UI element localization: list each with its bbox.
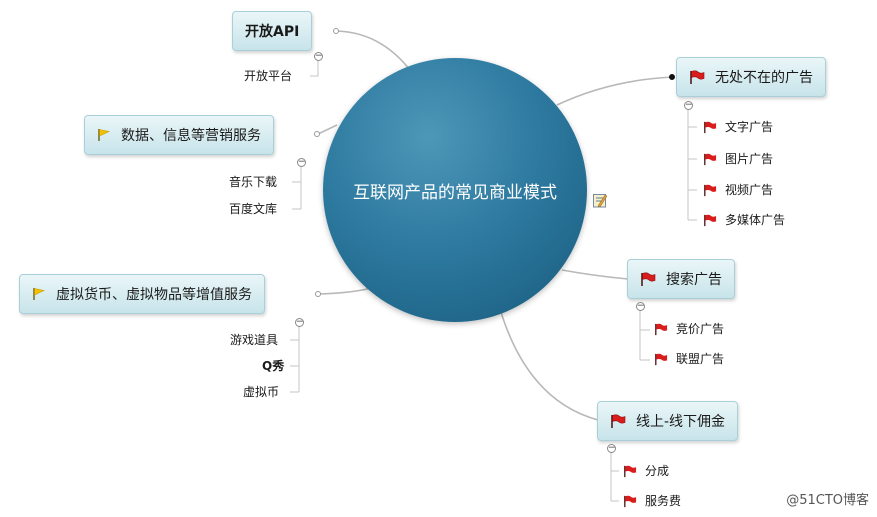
subtopic-label: 音乐下载 <box>229 175 278 189</box>
subtopic-item[interactable]: 多媒体广告 <box>703 211 785 229</box>
red-flag-icon <box>623 465 637 478</box>
red-flag-icon <box>703 184 717 197</box>
topic-label: 数据、信息等营销服务 <box>121 128 261 144</box>
subtopic-item[interactable]: 视频广告 <box>703 181 773 199</box>
subtopic-label: 分成 <box>645 464 670 478</box>
subtopic-label: 视频广告 <box>725 183 774 197</box>
subtopic-label: 多媒体广告 <box>725 213 786 227</box>
red-flag-icon <box>623 495 637 508</box>
subtopic-label: 百度文库 <box>229 202 278 216</box>
central-topic[interactable]: 互联网产品的常见商业模式 <box>323 58 587 322</box>
red-flag-icon <box>703 214 717 227</box>
topic-open-api[interactable]: 开放API <box>232 11 313 51</box>
topic-ads[interactable]: 无处不在的广告 <box>676 57 826 97</box>
topic-label: 线上-线下佣金 <box>636 414 726 430</box>
collapse-toggle[interactable]: − <box>607 443 616 453</box>
subtopic-label: 虚拟币 <box>243 385 280 399</box>
yellow-flag-icon <box>32 287 46 301</box>
subtopic-label: 游戏道具 <box>230 333 279 347</box>
collapse-toggle[interactable]: − <box>636 301 645 311</box>
red-flag-icon <box>654 353 668 366</box>
topic-virtual-goods[interactable]: 虚拟货币、虚拟物品等增值服务 <box>19 274 265 314</box>
subtopic-item[interactable]: 游戏道具 <box>230 331 278 349</box>
topic-label: 开放API <box>245 24 300 40</box>
subtopic-label: 开放平台 <box>244 69 293 83</box>
subtopic-item[interactable]: 分成 <box>623 462 669 480</box>
subtopic-item[interactable]: 文字广告 <box>703 118 773 136</box>
red-flag-icon <box>689 70 705 85</box>
collapse-toggle[interactable]: − <box>314 51 323 61</box>
subtopic-item[interactable]: 虚拟币 <box>243 383 279 401</box>
subtopic-item[interactable]: 音乐下载 <box>229 173 277 191</box>
topic-connector-dot <box>315 291 321 297</box>
topic-connector-dot <box>333 28 339 34</box>
subtopic-item[interactable]: Q秀 <box>262 357 284 375</box>
collapse-toggle[interactable]: − <box>684 100 693 110</box>
topic-label: 无处不在的广告 <box>715 70 813 86</box>
watermark: @51CTO博客 <box>786 493 869 508</box>
red-flag-icon <box>640 272 656 287</box>
subtopic-label: 竞价广告 <box>676 322 725 336</box>
subtopic-item[interactable]: 图片广告 <box>703 150 773 168</box>
subtopic-label: Q秀 <box>262 359 285 373</box>
topic-data-services[interactable]: 数据、信息等营销服务 <box>84 115 274 155</box>
topic-connector-dot <box>669 74 675 80</box>
red-flag-icon <box>703 153 717 166</box>
subtopic-label: 文字广告 <box>725 120 774 134</box>
subtopic-label: 联盟广告 <box>676 352 725 366</box>
subtopic-label: 服务费 <box>645 494 682 508</box>
yellow-flag-icon <box>97 128 111 142</box>
subtopic-item[interactable]: 百度文库 <box>229 200 277 218</box>
red-flag-icon <box>654 323 668 336</box>
subtopic-item[interactable]: 竞价广告 <box>654 320 724 338</box>
subtopic-item[interactable]: 开放平台 <box>244 67 292 85</box>
topic-label: 虚拟货币、虚拟物品等增值服务 <box>56 287 252 303</box>
subtopic-label: 图片广告 <box>725 152 774 166</box>
red-flag-icon <box>610 414 626 429</box>
collapse-toggle[interactable]: − <box>295 317 304 327</box>
topic-search-ads[interactable]: 搜索广告 <box>627 259 735 299</box>
topic-connector-dot <box>314 131 320 137</box>
topic-label: 搜索广告 <box>666 272 722 288</box>
collapse-toggle[interactable]: − <box>297 157 306 167</box>
subtopic-item[interactable]: 联盟广告 <box>654 350 724 368</box>
central-topic-label: 互联网产品的常见商业模式 <box>353 182 557 203</box>
subtopic-item[interactable]: 服务费 <box>623 492 681 510</box>
red-flag-icon <box>703 121 717 134</box>
note-icon[interactable] <box>593 193 608 212</box>
topic-o2o-commission[interactable]: 线上-线下佣金 <box>597 401 739 441</box>
